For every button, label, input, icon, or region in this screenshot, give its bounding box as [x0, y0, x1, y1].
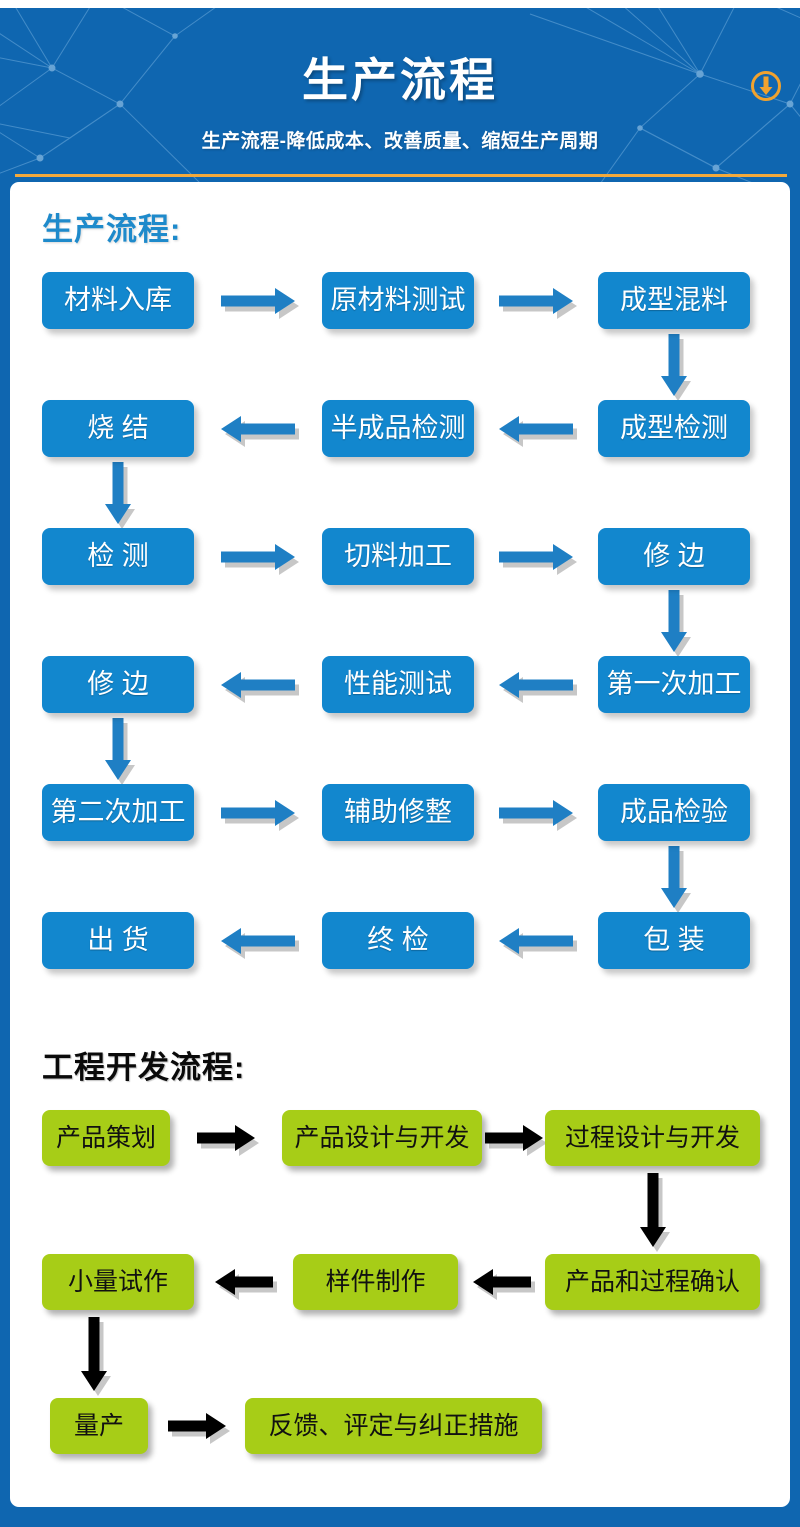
production-node-17[interactable]: 出 货 [42, 912, 194, 969]
production-node-11[interactable]: 修 边 [42, 656, 194, 713]
node-label: 材料入库 [64, 285, 172, 315]
production-node-10[interactable]: 性能测试 [322, 656, 474, 713]
top-white-edge [0, 0, 800, 8]
node-label: 修 边 [87, 669, 149, 699]
production-node-7[interactable]: 切料加工 [322, 528, 474, 585]
node-label: 修 边 [643, 541, 705, 571]
node-label: 第一次加工 [606, 669, 742, 699]
network-background-pattern [0, 8, 800, 182]
engineering-arrow-right-r0c1 [484, 1125, 547, 1156]
node-label: 样件制作 [325, 1267, 426, 1296]
production-node-8[interactable]: 修 边 [598, 528, 750, 585]
node-label: 出 货 [87, 925, 149, 955]
engineering-node-3[interactable]: 产品和过程确认 [545, 1254, 760, 1310]
production-node-5[interactable]: 烧 结 [42, 400, 194, 457]
section-title-production: 生产流程: [42, 212, 182, 247]
production-arrow-down-c2r0 [661, 333, 691, 401]
node-label: 原材料测试 [330, 285, 466, 315]
node-label: 产品策划 [55, 1123, 156, 1152]
node-label: 第二次加工 [50, 797, 186, 827]
page-subtitle: 生产流程-降低成本、改善质量、缩短生产周期 [201, 131, 599, 152]
engineering-arrow-left-r1c2 [472, 1269, 535, 1300]
production-arrow-left-r5c1 [221, 927, 299, 959]
node-label: 半成品检测 [330, 413, 466, 443]
production-arrow-down-c2r2 [661, 589, 691, 657]
production-arrow-right-r0c1 [499, 287, 577, 319]
engineering-arrow-down-c2r0 [639, 1173, 670, 1252]
production-node-15[interactable]: 包 装 [598, 912, 750, 969]
engineering-node-0[interactable]: 产品策划 [42, 1110, 170, 1166]
node-label: 终 检 [367, 925, 429, 955]
engineering-node-6[interactable]: 量产 [50, 1398, 148, 1454]
production-arrow-right-r4c0 [221, 799, 299, 831]
node-label: 产品设计与开发 [294, 1123, 470, 1152]
node-label: 反馈、评定与纠正措施 [268, 1411, 519, 1440]
production-node-12[interactable]: 第二次加工 [42, 784, 194, 841]
production-arrow-down-c0r3 [105, 717, 135, 785]
engineering-node-1[interactable]: 产品设计与开发 [282, 1110, 482, 1166]
node-label: 量产 [73, 1411, 124, 1440]
node-label: 切料加工 [344, 541, 452, 571]
node-label: 过程设计与开发 [564, 1123, 740, 1152]
production-node-16[interactable]: 终 检 [322, 912, 474, 969]
engineering-arrow-right-r2c0 [167, 1413, 230, 1444]
production-arrow-down-c2r4 [661, 845, 691, 913]
node-label: 成品检验 [620, 797, 728, 827]
page-header: 生产流程 生产流程-降低成本、改善质量、缩短生产周期 [0, 8, 800, 182]
production-arrow-right-r2c0 [221, 543, 299, 575]
production-arrow-right-r2c1 [499, 543, 577, 575]
production-node-13[interactable]: 辅助修整 [322, 784, 474, 841]
node-label: 性能测试 [344, 669, 452, 699]
node-label: 包 装 [643, 925, 705, 955]
engineering-arrow-down-c0r1 [81, 1317, 111, 1396]
node-label: 产品和过程确认 [564, 1267, 740, 1296]
engineering-node-4[interactable]: 样件制作 [293, 1254, 458, 1310]
node-label: 检 测 [87, 541, 149, 571]
node-label: 辅助修整 [344, 797, 452, 827]
section-title-engineering: 工程开发流程: [42, 1050, 246, 1085]
production-arrow-right-r4c1 [499, 799, 577, 831]
node-label: 成型检测 [620, 413, 728, 443]
engineering-node-2[interactable]: 过程设计与开发 [545, 1110, 760, 1166]
production-node-9[interactable]: 第一次加工 [598, 656, 750, 713]
production-node-4[interactable]: 半成品检测 [322, 400, 474, 457]
production-node-1[interactable]: 原材料测试 [322, 272, 474, 329]
production-arrow-left-r1c1 [221, 415, 299, 447]
engineering-arrow-right-r0c0 [197, 1125, 259, 1156]
engineering-node-7[interactable]: 反馈、评定与纠正措施 [245, 1398, 542, 1454]
production-arrow-left-r1c2 [499, 415, 577, 447]
content-card: 生产流程: 工程开发流程: [10, 182, 790, 1507]
node-label: 烧 结 [87, 413, 149, 443]
production-node-14[interactable]: 成品检验 [598, 784, 750, 841]
engineering-arrow-left-r1c1 [214, 1269, 277, 1300]
page-title: 生产流程 [302, 54, 498, 106]
node-label: 小量试作 [67, 1267, 168, 1296]
production-arrow-left-r5c2 [499, 927, 577, 959]
production-arrow-left-r3c1 [221, 671, 299, 703]
engineering-node-5[interactable]: 小量试作 [42, 1254, 194, 1310]
production-arrow-down-c0r1 [105, 461, 135, 529]
production-node-6[interactable]: 检 测 [42, 528, 194, 585]
production-node-0[interactable]: 材料入库 [42, 272, 194, 329]
production-arrow-left-r3c2 [499, 671, 577, 703]
header-accent-line [15, 174, 787, 177]
node-label: 成型混料 [620, 285, 728, 315]
production-arrow-right-r0c0 [221, 287, 299, 319]
production-node-2[interactable]: 成型混料 [598, 272, 750, 329]
production-node-3[interactable]: 成型检测 [598, 400, 750, 457]
download-circle-icon[interactable] [750, 70, 782, 102]
